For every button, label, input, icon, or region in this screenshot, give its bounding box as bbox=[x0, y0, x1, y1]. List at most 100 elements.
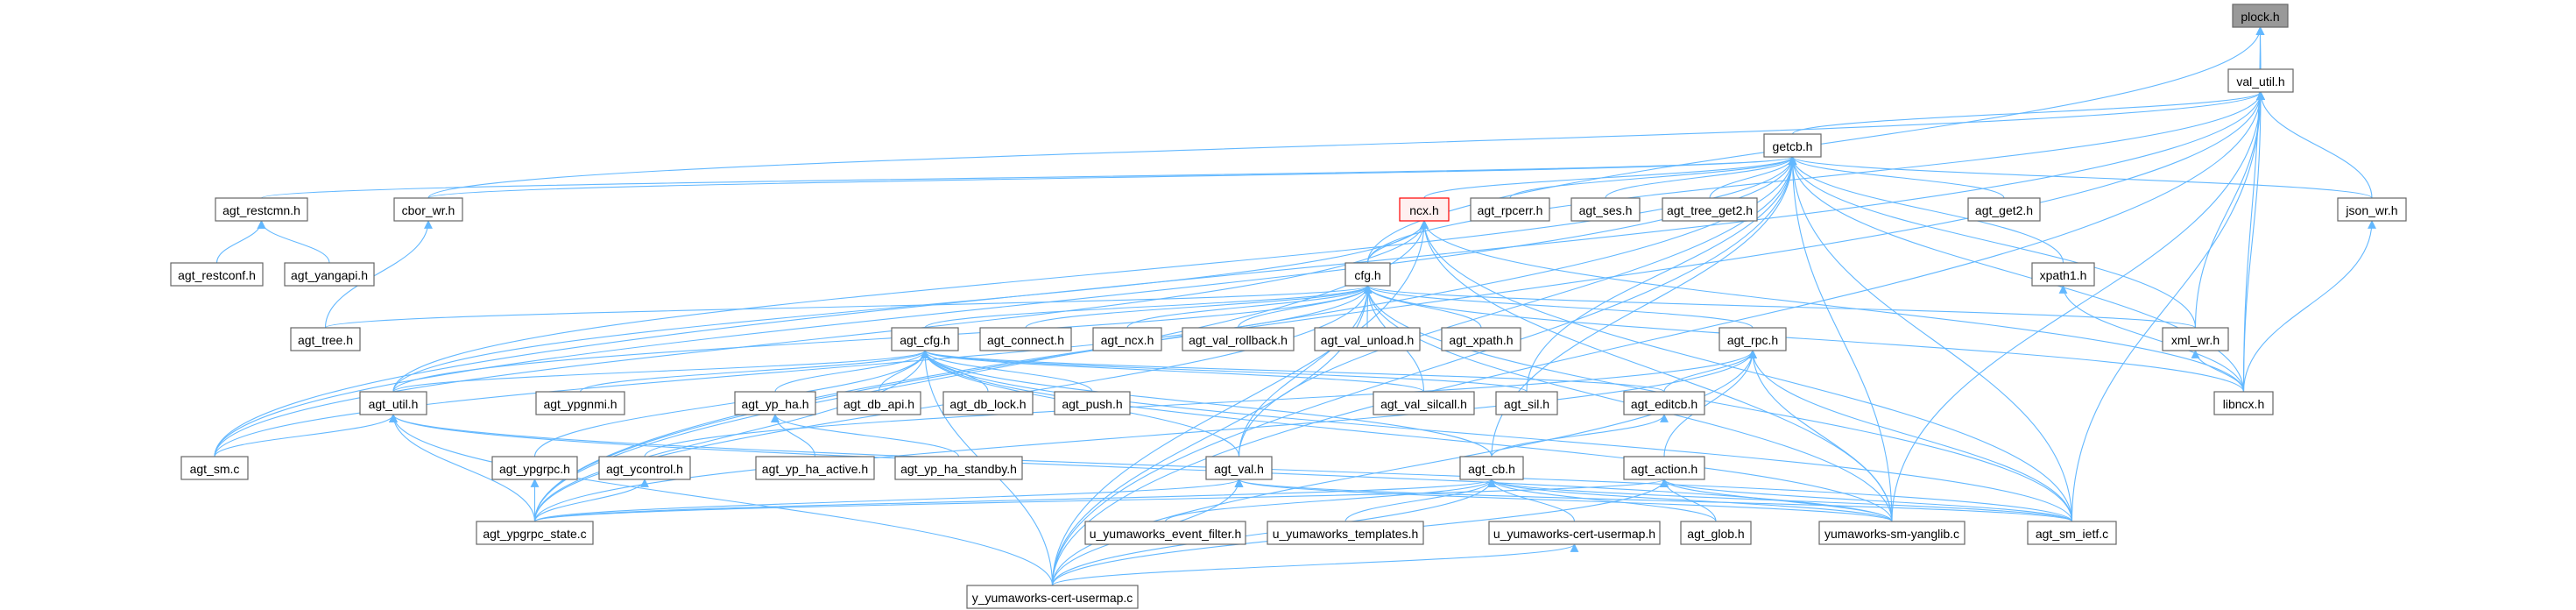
node-agt-cfg[interactable]: agt_cfg.h bbox=[891, 327, 959, 351]
node-agt-db-lock[interactable]: agt_db_lock.h bbox=[942, 391, 1034, 415]
edge-cbor_wr-to-val_util bbox=[427, 91, 2265, 199]
edge-y_cert_usermap-to-val_util bbox=[1051, 91, 2265, 586]
node-xml-wr[interactable]: xml_wr.h bbox=[2162, 327, 2229, 351]
node-label: agt_sm.c bbox=[190, 462, 240, 476]
edge-agt_yangapi-to-agt_restcmn bbox=[257, 220, 330, 264]
node-cbor-wr[interactable]: cbor_wr.h bbox=[393, 197, 463, 222]
node-agt-glob[interactable]: agt_glob.h bbox=[1680, 521, 1752, 545]
node-label: agt_ypgnmi.h bbox=[543, 397, 617, 411]
node-label: agt_cfg.h bbox=[900, 333, 950, 347]
node-label: xpath1.h bbox=[2040, 268, 2087, 282]
node-label: cbor_wr.h bbox=[402, 203, 455, 217]
node-u-event-filter[interactable]: u_yumaworks_event_filter.h bbox=[1084, 521, 1246, 545]
node-label: agt_connect.h bbox=[987, 333, 1064, 347]
node-agt-val[interactable]: agt_val.h bbox=[1205, 456, 1273, 480]
edge-agt_sil-to-getcb bbox=[1526, 156, 1797, 393]
node-label: libncx.h bbox=[2223, 397, 2264, 411]
node-agt-restcmn[interactable]: agt_restcmn.h bbox=[215, 197, 308, 222]
edge-libncx-to-cfg bbox=[1363, 285, 2245, 393]
node-agt-sm-ietf[interactable]: agt_sm_ietf.c bbox=[2027, 521, 2117, 545]
node-box bbox=[1092, 327, 1162, 351]
node-agt-editcb[interactable]: agt_editcb.h bbox=[1623, 391, 1705, 415]
node-box bbox=[2227, 68, 2294, 93]
node-ncx[interactable]: ncx.h bbox=[1399, 197, 1450, 222]
node-agt-ypgrpc-state[interactable]: agt_ypgrpc_state.c bbox=[476, 521, 594, 545]
node-agt-tree-get2[interactable]: agt_tree_get2.h bbox=[1662, 197, 1758, 222]
node-agt-val-silcall[interactable]: agt_val_silcall.h bbox=[1373, 391, 1475, 415]
node-agt-sm[interactable]: agt_sm.c bbox=[180, 456, 249, 480]
node-box bbox=[535, 391, 625, 415]
node-box bbox=[734, 391, 816, 415]
node-agt-rpc[interactable]: agt_rpc.h bbox=[1719, 327, 1787, 351]
node-libncx[interactable]: libncx.h bbox=[2213, 391, 2274, 415]
edge-agt_ypgrpc_state-to-getcb bbox=[533, 156, 1797, 522]
edge-agt_cfg-to-cfg bbox=[924, 285, 1373, 329]
node-box bbox=[215, 197, 308, 222]
node-agt-util[interactable]: agt_util.h bbox=[359, 391, 427, 415]
node-label: agt_sm_ietf.c bbox=[2036, 527, 2108, 541]
node-cfg[interactable]: cfg.h bbox=[1344, 262, 1391, 287]
node-u-templates[interactable]: u_yumaworks_templates.h bbox=[1267, 521, 1424, 545]
node-agt-xpath[interactable]: agt_xpath.h bbox=[1441, 327, 1521, 351]
edge-libncx-to-xpath1 bbox=[2058, 285, 2245, 393]
node-agt-ncx[interactable]: agt_ncx.h bbox=[1092, 327, 1162, 351]
node-agt-rpcerr[interactable]: agt_rpcerr.h bbox=[1470, 197, 1550, 222]
edge-agt_ncx-to-cfg bbox=[1126, 285, 1373, 329]
node-agt-sil[interactable]: agt_sil.h bbox=[1495, 391, 1558, 415]
node-box bbox=[393, 197, 463, 222]
node-label: agt_yp_ha_standby.h bbox=[900, 462, 1017, 476]
node-box bbox=[2213, 391, 2274, 415]
node-getcb[interactable]: getcb.h bbox=[1763, 133, 1822, 158]
node-agt-db-api[interactable]: agt_db_api.h bbox=[836, 391, 921, 415]
node-label: agt_ypgrpc_state.c bbox=[483, 527, 586, 541]
node-plock[interactable]: plock.h bbox=[2232, 4, 2289, 28]
node-box bbox=[1662, 197, 1758, 222]
node-agt-restconf[interactable]: agt_restconf.h bbox=[170, 262, 264, 287]
node-box bbox=[180, 456, 249, 480]
node-agt-push[interactable]: agt_push.h bbox=[1054, 391, 1131, 415]
node-box bbox=[476, 521, 594, 545]
node-box bbox=[1495, 391, 1558, 415]
node-y-cert-usermap[interactable]: y_yumaworks-cert-usermap.c bbox=[966, 585, 1139, 609]
edge-agt_sm-to-agt_util bbox=[214, 414, 398, 458]
node-agt-yp-ha-standby[interactable]: agt_yp_ha_standby.h bbox=[894, 456, 1023, 480]
edge-agt_sm_ietf-to-agt_rpc bbox=[1748, 350, 2073, 522]
node-agt-get2[interactable]: agt_get2.h bbox=[1967, 197, 2041, 222]
node-agt-tree[interactable]: agt_tree.h bbox=[290, 327, 361, 351]
node-agt-action[interactable]: agt_action.h bbox=[1623, 456, 1705, 480]
node-agt-val-unload[interactable]: agt_val_unload.h bbox=[1314, 327, 1421, 351]
node-sm-yanglib[interactable]: yumaworks-sm-yanglib.c bbox=[1818, 521, 1966, 545]
edge-libncx-to-val_util bbox=[2242, 91, 2265, 393]
edge-agt_ypgrpc_state-to-agt_ycontrol bbox=[533, 479, 649, 522]
edge-agt_ycontrol-to-agt_rpc bbox=[644, 350, 1757, 458]
node-u-cert-usermap[interactable]: u_yumaworks-cert-usermap.h bbox=[1488, 521, 1661, 545]
edge-agt_connect-to-cfg bbox=[1025, 285, 1373, 329]
node-agt-ycontrol[interactable]: agt_ycontrol.h bbox=[598, 456, 691, 480]
node-agt-yp-ha[interactable]: agt_yp_ha.h bbox=[734, 391, 816, 415]
node-agt-ypgnmi[interactable]: agt_ypgnmi.h bbox=[535, 391, 625, 415]
edge-libncx-to-xml_wr bbox=[2191, 350, 2245, 393]
edge-y_cert_usermap-to-u_cert_usermap bbox=[1051, 543, 1579, 586]
edge-agt_yp_ha-to-agt_cfg bbox=[774, 350, 929, 393]
node-label: cfg.h bbox=[1354, 268, 1380, 282]
node-agt-cb[interactable]: agt_cb.h bbox=[1459, 456, 1524, 480]
edge-agt_ypgrpc_state-to-agt_util bbox=[389, 414, 536, 522]
edge-agt_cb-to-agt_cfg bbox=[921, 350, 1493, 458]
edge-agt_ypgrpc_state-to-agt_action bbox=[533, 479, 1669, 522]
nodes-layer: plock.h val_util.h getcb.h agt_restcmn.h cbo… bbox=[170, 4, 2407, 609]
node-agt-val-rollback[interactable]: agt_val_rollback.h bbox=[1182, 327, 1295, 351]
edge-sm_yanglib-to-agt_action bbox=[1660, 479, 1893, 522]
node-agt-ypgrpc[interactable]: agt_ypgrpc.h bbox=[491, 456, 578, 480]
node-box bbox=[2232, 4, 2289, 28]
node-xpath1[interactable]: xpath1.h bbox=[2031, 262, 2095, 287]
node-box bbox=[979, 327, 1072, 351]
edge-agt_ypgnmi-to-agt_cfg bbox=[579, 350, 929, 393]
node-agt-ses[interactable]: agt_ses.h bbox=[1570, 197, 1641, 222]
node-agt-yangapi[interactable]: agt_yangapi.h bbox=[284, 262, 375, 287]
node-agt-yp-ha-active[interactable]: agt_yp_ha_active.h bbox=[755, 456, 875, 480]
edge-agt_rpcerr-to-getcb bbox=[1509, 156, 1797, 199]
node-val-util[interactable]: val_util.h bbox=[2227, 68, 2294, 93]
node-json-wr[interactable]: json_wr.h bbox=[2337, 197, 2407, 222]
node-agt-connect[interactable]: agt_connect.h bbox=[979, 327, 1072, 351]
node-label: agt_push.h bbox=[1062, 397, 1122, 411]
